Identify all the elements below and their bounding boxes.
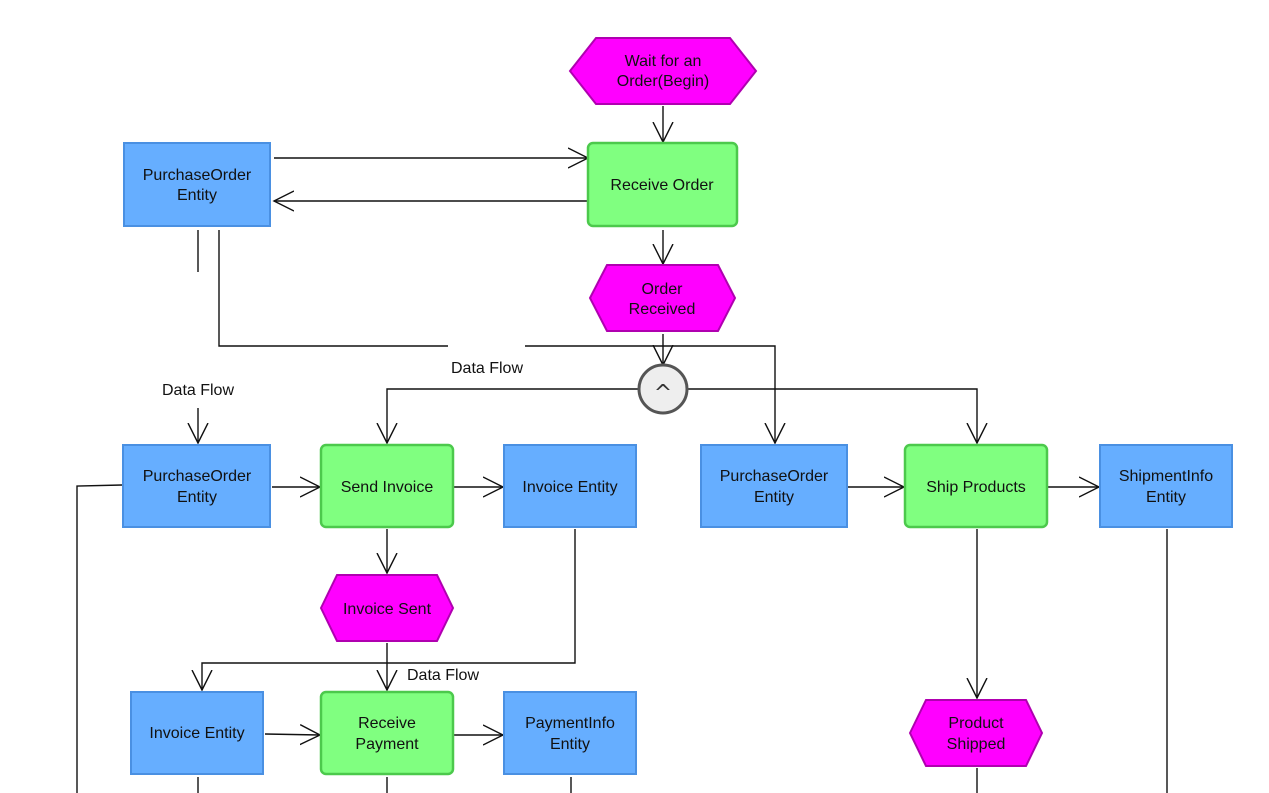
node-label: Invoice Entity (522, 479, 617, 496)
function-ship-products[interactable]: Ship Products (903, 443, 1049, 529)
function-send-invoice[interactable]: Send Invoice (319, 443, 455, 529)
entity-invoice-top[interactable]: Invoice Entity (503, 444, 637, 528)
node-label: PurchaseOrder (143, 468, 252, 485)
entity-invoice-bottom[interactable]: Invoice Entity (130, 691, 264, 775)
node-label: PurchaseOrder (143, 167, 252, 184)
edge-label-data-flow: Data Flow (407, 667, 479, 684)
node-label: Product (948, 715, 1004, 732)
edge-invoice-to-invoice-bottom (202, 529, 576, 690)
node-label: Entity (177, 187, 217, 204)
edges (76, 106, 1168, 793)
function-receive-payment[interactable]: Receive Payment (319, 690, 455, 776)
node-label: Receive Order (610, 177, 714, 194)
entity-purchase-order-left[interactable]: PurchaseOrder Entity (122, 444, 271, 528)
node-label: Order(Begin) (617, 73, 709, 90)
edge-invoice-bottom-to-payment (264, 734, 320, 735)
edge-gate-to-ship (688, 388, 977, 443)
entity-purchase-order-mid[interactable]: PurchaseOrder Entity (700, 444, 848, 528)
node-label: Send Invoice (341, 479, 434, 496)
node-label: Entity (1146, 489, 1186, 506)
node-label: Entity (177, 489, 217, 506)
event-product-shipped[interactable]: Product Shipped (908, 699, 1044, 767)
node-label: Invoice Entity (149, 725, 244, 742)
node-label: Ship Products (926, 479, 1026, 496)
node-label: PaymentInfo (525, 715, 615, 732)
entity-payment-info[interactable]: PaymentInfo Entity (503, 691, 637, 775)
and-connector[interactable]: ^ (637, 363, 689, 415)
and-connector-symbol: ^ (654, 381, 672, 406)
node-label: Wait for an (625, 53, 702, 70)
node-label: Order (642, 281, 684, 298)
node-label: PurchaseOrder (720, 468, 829, 485)
edge-gate-to-send-invoice (387, 388, 638, 443)
function-receive-order[interactable]: Receive Order (586, 141, 739, 228)
node-label: ShipmentInfo (1119, 468, 1213, 485)
event-wait-for-order[interactable]: Wait for an Order(Begin) (568, 37, 758, 105)
edge-po-to-po-mid (218, 230, 775, 443)
entity-shipment-info[interactable]: ShipmentInfo Entity (1099, 444, 1233, 528)
edge-label-data-flow: Data Flow (451, 360, 523, 377)
edge-left-line (76, 484, 123, 793)
node-label: Entity (754, 489, 794, 506)
node-label: Entity (550, 736, 590, 753)
node-label: Received (629, 301, 696, 318)
edge-label-data-flow: Data Flow (162, 382, 234, 399)
entity-purchase-order-top[interactable]: PurchaseOrder Entity (123, 142, 271, 227)
node-label: Receive (358, 715, 416, 732)
node-label: Payment (355, 736, 419, 753)
event-invoice-sent[interactable]: Invoice Sent (319, 574, 455, 642)
node-label: Invoice Sent (343, 601, 432, 618)
event-order-received[interactable]: Order Received (588, 264, 737, 332)
node-label: Shipped (947, 736, 1006, 753)
